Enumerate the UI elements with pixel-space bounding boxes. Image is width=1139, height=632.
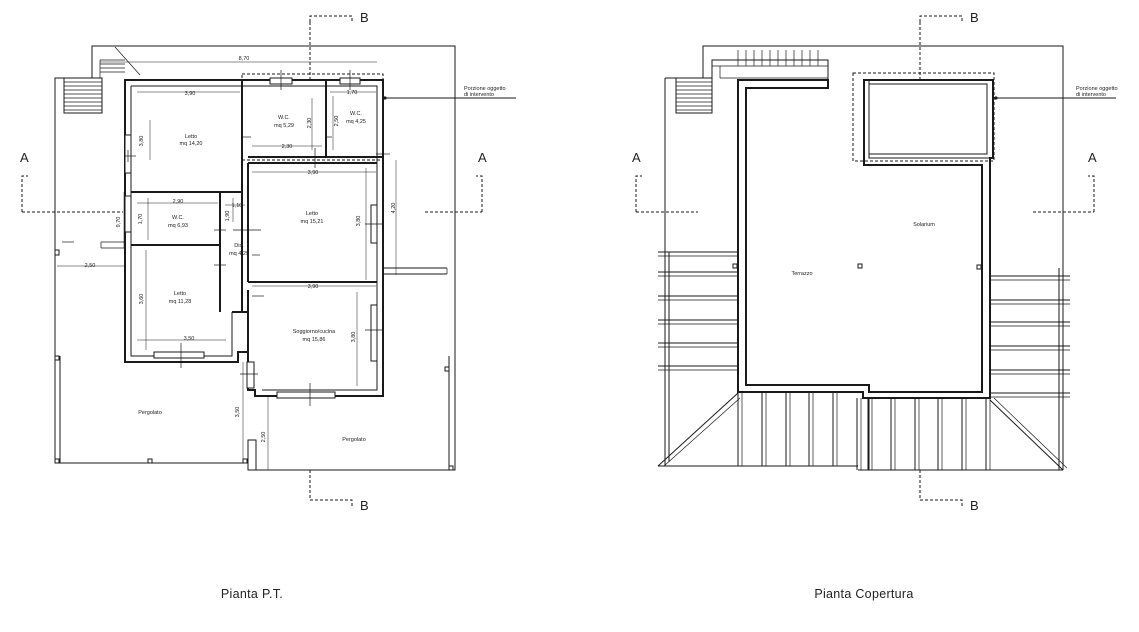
room-area-wc1: mq 5,29 [274, 123, 294, 129]
pergola-slats-bottom [658, 392, 1063, 471]
dim-8-70: 8,70 [239, 56, 250, 62]
section-lines-roof [635, 15, 1095, 506]
room-name-soggiorno: Soggiorno/cucina [293, 329, 336, 335]
dimension-lines [57, 61, 397, 470]
room-area-dis: mq 4,29 [229, 251, 249, 257]
intervention-zone [241, 73, 384, 161]
dim-3-80-b: 3,80 [356, 216, 362, 227]
pergola-beams-right [989, 268, 1070, 471]
roof-staircase [675, 50, 829, 114]
area-pergolato-right: Pergolato [342, 437, 366, 443]
dim-3-50-b: 3,50 [235, 407, 241, 418]
section-lines-ground [21, 15, 483, 506]
dim-1-70-a: 1,70 [347, 90, 358, 96]
dim-2-90: 2,90 [173, 199, 184, 205]
roof-slab [737, 79, 994, 399]
note-line2-left: di intervento [464, 92, 494, 98]
dim-2-50-c: 2,50 [261, 432, 267, 443]
room-area-letto1: mq 14,20 [180, 141, 203, 147]
dim-9-70: 9,70 [116, 217, 122, 228]
room-area-wc2: mq 4,25 [346, 119, 366, 125]
room-name-wc2: W.C. [350, 111, 362, 117]
roof-plan [657, 45, 1116, 471]
dim-3-60: 3,60 [139, 294, 145, 305]
roof-label-solarium: Solarium [913, 222, 935, 228]
ground-floor-plan [54, 45, 516, 471]
room-name-dis: Dis. [234, 243, 244, 249]
section-label-b-bottom-right: B [970, 498, 979, 513]
dim-2-50-a: 2,50 [334, 116, 340, 127]
house-outer-wall [124, 79, 384, 397]
room-name-wc1: W.C. [278, 115, 290, 121]
room-name-letto1: Letto [185, 134, 197, 140]
section-label-b-bottom-left: B [360, 498, 369, 513]
dim-3-90-a: 3,90 [185, 91, 196, 97]
dim-2-30-b: 2,30 [307, 118, 313, 129]
section-label-b-top-left: B [360, 10, 369, 25]
section-label-a-left-left: A [20, 150, 29, 165]
note-line2-right: di intervento [1076, 92, 1106, 98]
room-area-wc3: mq 6,93 [168, 223, 188, 229]
area-pergolato-left: Pergolato [138, 410, 162, 416]
roof-intervention-zone [852, 72, 995, 162]
caption-ground-floor: Pianta P.T. [221, 587, 283, 601]
room-name-letto3: Letto [174, 291, 186, 297]
dim-3-80-a: 3,80 [139, 136, 145, 147]
roof-label-terrazzo: Terrazzo [791, 271, 812, 277]
dim-2-50-b: 2,50 [85, 263, 96, 269]
room-name-wc3: W.C. [172, 215, 184, 221]
room-name-letto2: Letto [306, 211, 318, 217]
dim-3-90-b: 3,90 [308, 170, 319, 176]
pergola-beams-left [657, 251, 741, 467]
section-label-a-right-right: A [1088, 150, 1097, 165]
room-area-soggiorno: mq 15,86 [303, 337, 326, 343]
section-label-a-left-right: A [632, 150, 641, 165]
room-area-letto2: mq 15,21 [301, 219, 324, 225]
dim-3-90-c: 3,90 [308, 284, 319, 290]
dim-4-20: 4,20 [391, 203, 397, 214]
room-area-letto3: mq 11,28 [169, 299, 192, 305]
dim-1-90: 1,90 [225, 211, 231, 222]
dim-1-70-b: 1,70 [138, 214, 144, 225]
staircase [63, 46, 141, 114]
dim-3-80-c: 3,80 [351, 332, 357, 343]
note-line1-right: Porzione oggetto [1076, 86, 1118, 92]
section-label-b-top-right: B [970, 10, 979, 25]
caption-roof: Pianta Copertura [814, 587, 913, 601]
note-line1-left: Porzione oggetto [464, 86, 506, 92]
dim-2-30-a: 2,30 [282, 144, 293, 150]
section-label-a-right-left: A [478, 150, 487, 165]
dim-3-50-a: 3,50 [184, 336, 195, 342]
site-outline [54, 45, 456, 471]
dim-1-10: 1,10 [232, 203, 243, 209]
